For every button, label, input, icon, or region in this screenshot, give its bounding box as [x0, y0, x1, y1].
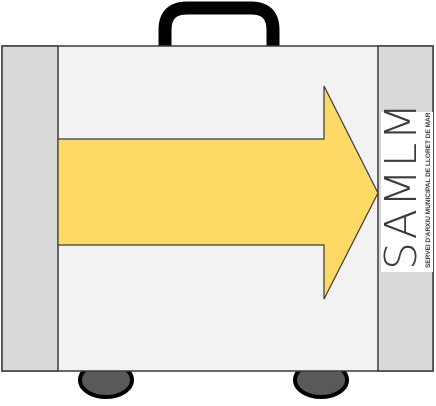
- left-side-panel: [1, 45, 59, 372]
- logo-wordmark: SAMLM: [376, 100, 427, 270]
- suitcase-handle: [158, 1, 280, 47]
- archive-logo: SAMLM SERVEI D'ARXIU MUNICIPAL DE LLORET…: [376, 101, 433, 272]
- right-arrow-icon: [57, 85, 379, 300]
- logo-panel: SAMLM SERVEI D'ARXIU MUNICIPAL DE LLORET…: [376, 101, 433, 272]
- logo-subtitle: SERVEI D'ARXIU MUNICIPAL DE LLORET DE MA…: [425, 112, 432, 268]
